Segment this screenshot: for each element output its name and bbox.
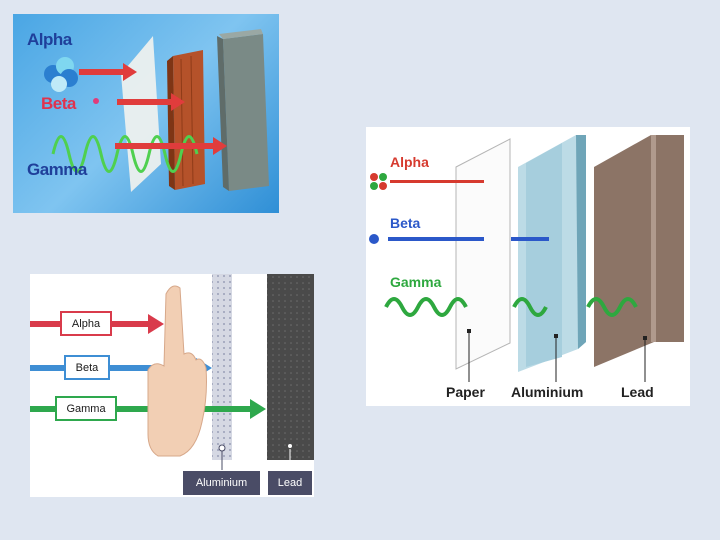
alpha-arrow-shaft <box>79 69 125 75</box>
label-lead: Lead <box>268 471 312 495</box>
label-beta: Beta <box>41 94 76 113</box>
aluminium-marker <box>218 444 226 452</box>
wood-grain <box>180 58 184 187</box>
lead-slab-edge <box>651 135 656 342</box>
aluminium-slab-edge <box>576 135 586 349</box>
stone-block-top <box>219 29 263 39</box>
wood-grain <box>190 55 194 185</box>
alpha-particle <box>370 173 378 181</box>
penetration-illustration-2 <box>369 135 684 382</box>
label-alpha: Alpha <box>390 154 429 170</box>
paper-leader-dot <box>467 329 471 333</box>
gamma-arrow-shaft <box>30 406 252 412</box>
label-paper: Paper <box>446 384 485 400</box>
beta-ray-1 <box>388 237 484 241</box>
alpha-particle <box>379 173 387 181</box>
lead-slab <box>594 135 684 367</box>
penetration-diagram-materials: Alpha Beta Gamma Paper Aluminium Lead <box>366 127 690 406</box>
lead-marker <box>288 444 292 448</box>
label-beta: Beta <box>390 215 421 231</box>
alpha-arrow-head <box>123 63 137 81</box>
beta-arrow-shaft <box>117 99 175 105</box>
aluminium-leader-dot <box>554 334 558 338</box>
aluminium-strip <box>212 274 232 460</box>
label-lead: Lead <box>621 384 654 400</box>
lead-leader-dot <box>643 336 647 340</box>
penetration-illustration-3 <box>30 274 314 470</box>
penetration-diagram-blue: Alpha Beta Gamma <box>13 14 279 213</box>
gamma-wave-3 <box>586 297 638 317</box>
label-gamma: Gamma <box>390 274 442 290</box>
gamma-wave <box>51 135 199 173</box>
label-beta: Beta <box>64 355 110 380</box>
wood-block-side <box>167 56 175 190</box>
beta-particle <box>93 98 99 104</box>
label-alpha: Alpha <box>27 30 72 49</box>
label-gamma: Gamma <box>55 396 117 421</box>
gamma-arrow-head <box>213 137 227 155</box>
gamma-arrow-shaft <box>115 143 215 149</box>
beta-particle <box>369 234 379 244</box>
lead-block <box>267 274 314 460</box>
stone-block-side <box>217 36 229 191</box>
alpha-arrow-head <box>148 314 164 334</box>
beta-ray-2 <box>511 237 549 241</box>
stone-block-face <box>223 34 269 191</box>
label-aluminium: Aluminium <box>183 471 260 495</box>
paper-sheet <box>121 36 161 192</box>
wood-block-face <box>173 50 205 190</box>
alpha-particle <box>379 182 387 190</box>
beta-arrow-shaft <box>30 365 198 371</box>
penetration-diagram-hand: Alpha Beta Gamma Aluminium Lead <box>30 274 314 497</box>
label-aluminium: Aluminium <box>511 384 584 400</box>
gamma-wave-1 <box>384 297 468 317</box>
gamma-arrow-head <box>250 399 266 419</box>
alpha-particle-sphere <box>51 76 67 92</box>
aluminium-slab-shade <box>526 143 562 367</box>
hand <box>147 285 207 457</box>
label-gamma: Gamma <box>27 160 87 179</box>
alpha-ray <box>390 180 484 183</box>
penetration-illustration-1 <box>44 29 269 192</box>
paper-sheet <box>455 138 511 370</box>
beta-arrow-head <box>171 93 185 111</box>
gamma-wave-2 <box>512 297 548 317</box>
alpha-particle <box>370 182 378 190</box>
label-alpha: Alpha <box>60 311 112 336</box>
